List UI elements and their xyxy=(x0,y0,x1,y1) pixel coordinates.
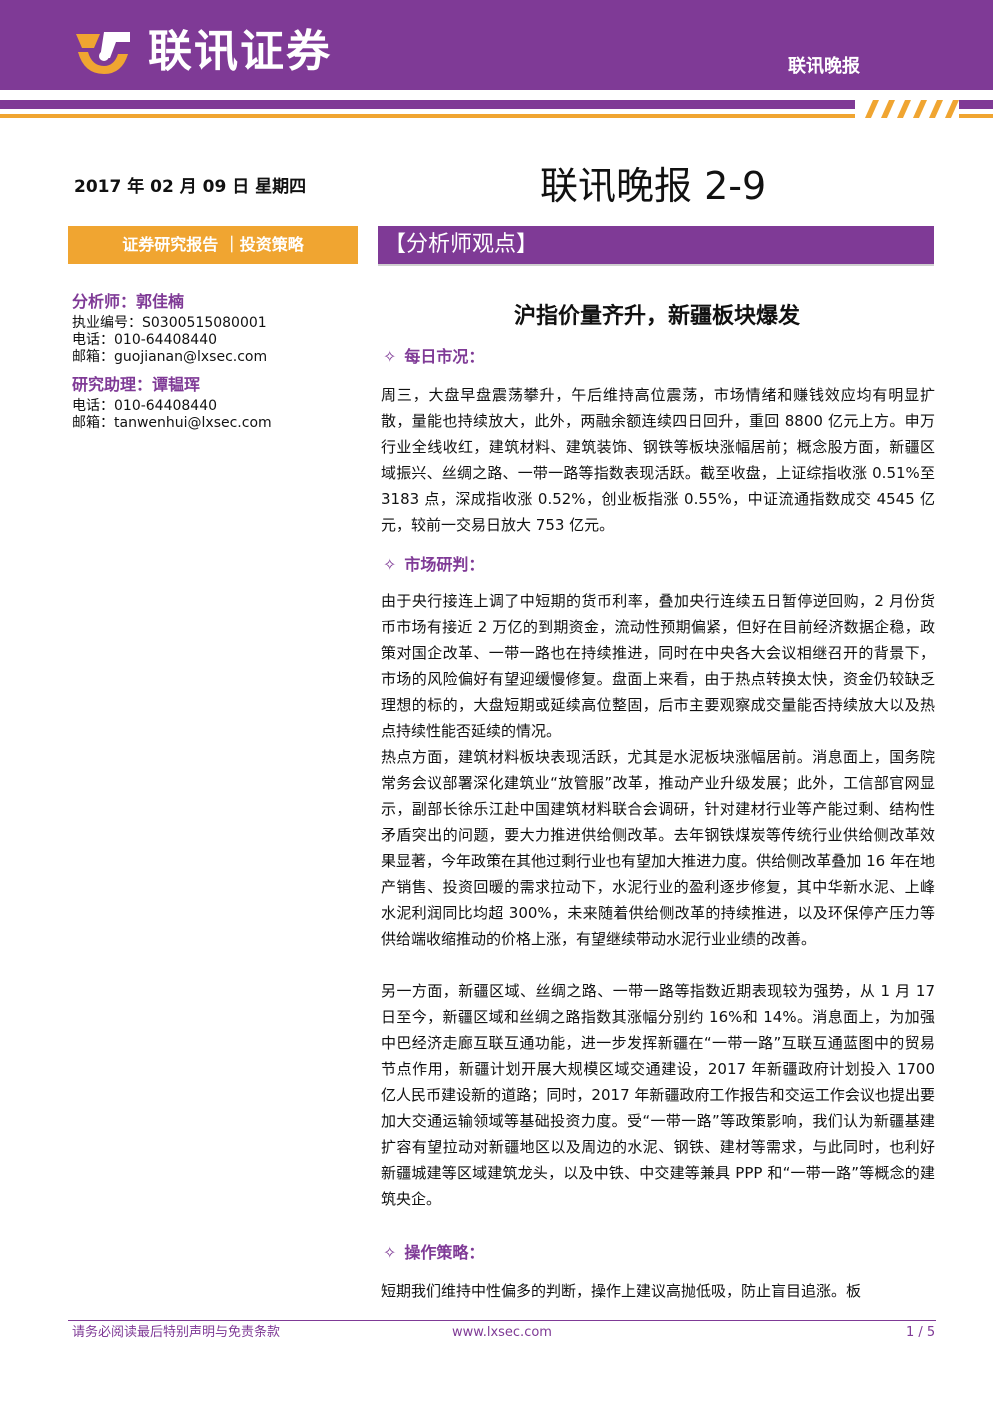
paragraph-outlook-1: 由于央行接连上调了中短期的货币利率，叠加央行连续五日暂停逆回购，2 月份货币市场… xyxy=(381,592,935,740)
report-title: 联讯晚报 2-9 xyxy=(540,164,767,208)
footer-website-link[interactable]: www.lxsec.com xyxy=(452,1325,552,1340)
header-band xyxy=(0,0,993,90)
header-stripes-decoration xyxy=(855,100,993,118)
analyst-license: 执业编号：S0300515080001 xyxy=(72,315,267,331)
section-label-bar xyxy=(378,226,934,266)
paragraph-daily-market: 周三，大盘早盘震荡攀升，午后维持高位震荡，市场情绪和赚钱效应均有明显扩散，量能也… xyxy=(381,386,935,534)
header-product-name: 联讯晚报 xyxy=(788,56,860,77)
assistant-phone: 电话：010-64408440 xyxy=(72,398,218,414)
header-orange-rule xyxy=(0,114,993,118)
brand-logo-icon xyxy=(76,32,130,74)
section-heading-strategy: ✧操作策略： xyxy=(383,1243,485,1262)
diamond-bullet-icon: ✧ xyxy=(383,347,397,366)
paragraph-strategy: 短期我们维持中性偏多的判断，操作上建议高抛低吸，防止盲目追涨。板 xyxy=(381,1282,862,1300)
header-purple-rule xyxy=(0,100,993,109)
footer-disclaimer[interactable]: 请务必阅读最后特别声明与免责条款 xyxy=(72,1325,281,1340)
analyst-role: 分析师：郭佳楠 xyxy=(72,292,185,311)
report-date: 2017 年 02 月 09 日 星期四 xyxy=(74,177,307,197)
section-heading-daily-market: ✧每日市况： xyxy=(383,347,485,366)
section-label: 【分析师观点】 xyxy=(384,232,539,257)
assistant-role: 研究助理：谭韫珲 xyxy=(72,375,201,394)
analyst-block: 分析师：郭佳楠 执业编号：S0300515080001 电话：010-64408… xyxy=(72,292,362,432)
assistant-email: 邮箱：tanwenhui@lxsec.com xyxy=(72,415,272,431)
diamond-bullet-icon: ✧ xyxy=(383,555,397,574)
diamond-bullet-icon: ✧ xyxy=(383,1243,397,1262)
section-heading-market-outlook: ✧市场研判： xyxy=(383,555,485,574)
report-category: 证券研究报告 ｜投资策略 xyxy=(68,226,358,264)
brand-name: 联讯证券 xyxy=(148,26,332,77)
analyst-phone: 电话：010-64408440 xyxy=(72,332,218,348)
analyst-email: 邮箱：guojianan@lxsec.com xyxy=(72,349,268,365)
article-headline: 沪指价量齐升，新疆板块爆发 xyxy=(513,304,800,329)
footer-rule xyxy=(68,1320,936,1321)
paragraph-outlook-2: 热点方面，建筑材料板块表现活跃，尤其是水泥板块涨幅居前。消息面上，国务院常务会议… xyxy=(381,748,935,948)
footer-page-number: 1 / 5 xyxy=(906,1325,936,1340)
paragraph-outlook-3: 另一方面，新疆区域、丝绸之路、一带一路等指数近期表现较为强势，从 1 月 17 … xyxy=(381,982,935,1208)
